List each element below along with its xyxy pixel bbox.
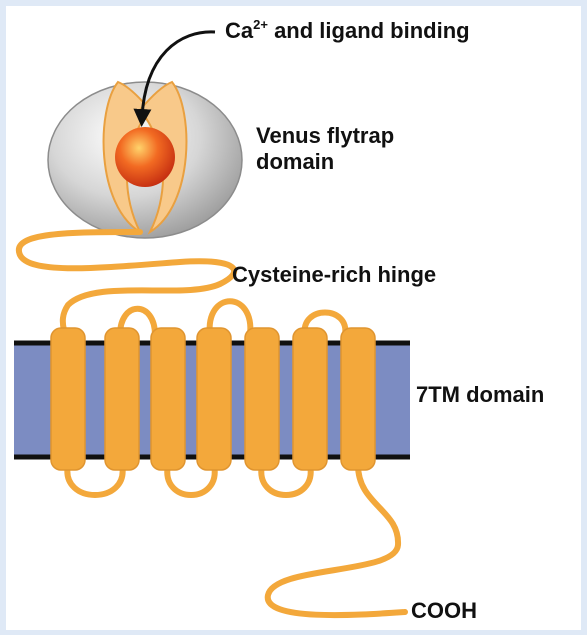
ligand-binding-label-suffix: and ligand binding — [268, 18, 470, 43]
tm-helix-4 — [197, 328, 231, 470]
hinge-label: Cysteine-rich hinge — [232, 262, 436, 288]
venus-flytrap-label: Venus flytrap domain — [256, 123, 394, 175]
tm-helix-3 — [151, 328, 185, 470]
tm-helix-6 — [293, 328, 327, 470]
ligand-binding-label-prefix: Ca — [225, 18, 253, 43]
tm-helix-2 — [105, 328, 139, 470]
venus-flytrap-label-line2: domain — [256, 149, 394, 175]
tm-domain-label: 7TM domain — [416, 382, 544, 408]
venus-flytrap-domain — [48, 82, 242, 238]
tm-helix-7 — [341, 328, 375, 470]
ligand-binding-label: Ca2+ and ligand binding — [225, 18, 470, 44]
ligand-binding-label-superscript: 2+ — [253, 17, 268, 32]
ligand-ball — [115, 127, 175, 187]
tm-helix-1 — [51, 328, 85, 470]
tm-helix-5 — [245, 328, 279, 470]
venus-flytrap-label-line1: Venus flytrap — [256, 123, 394, 149]
cooh-label: COOH — [411, 598, 477, 624]
